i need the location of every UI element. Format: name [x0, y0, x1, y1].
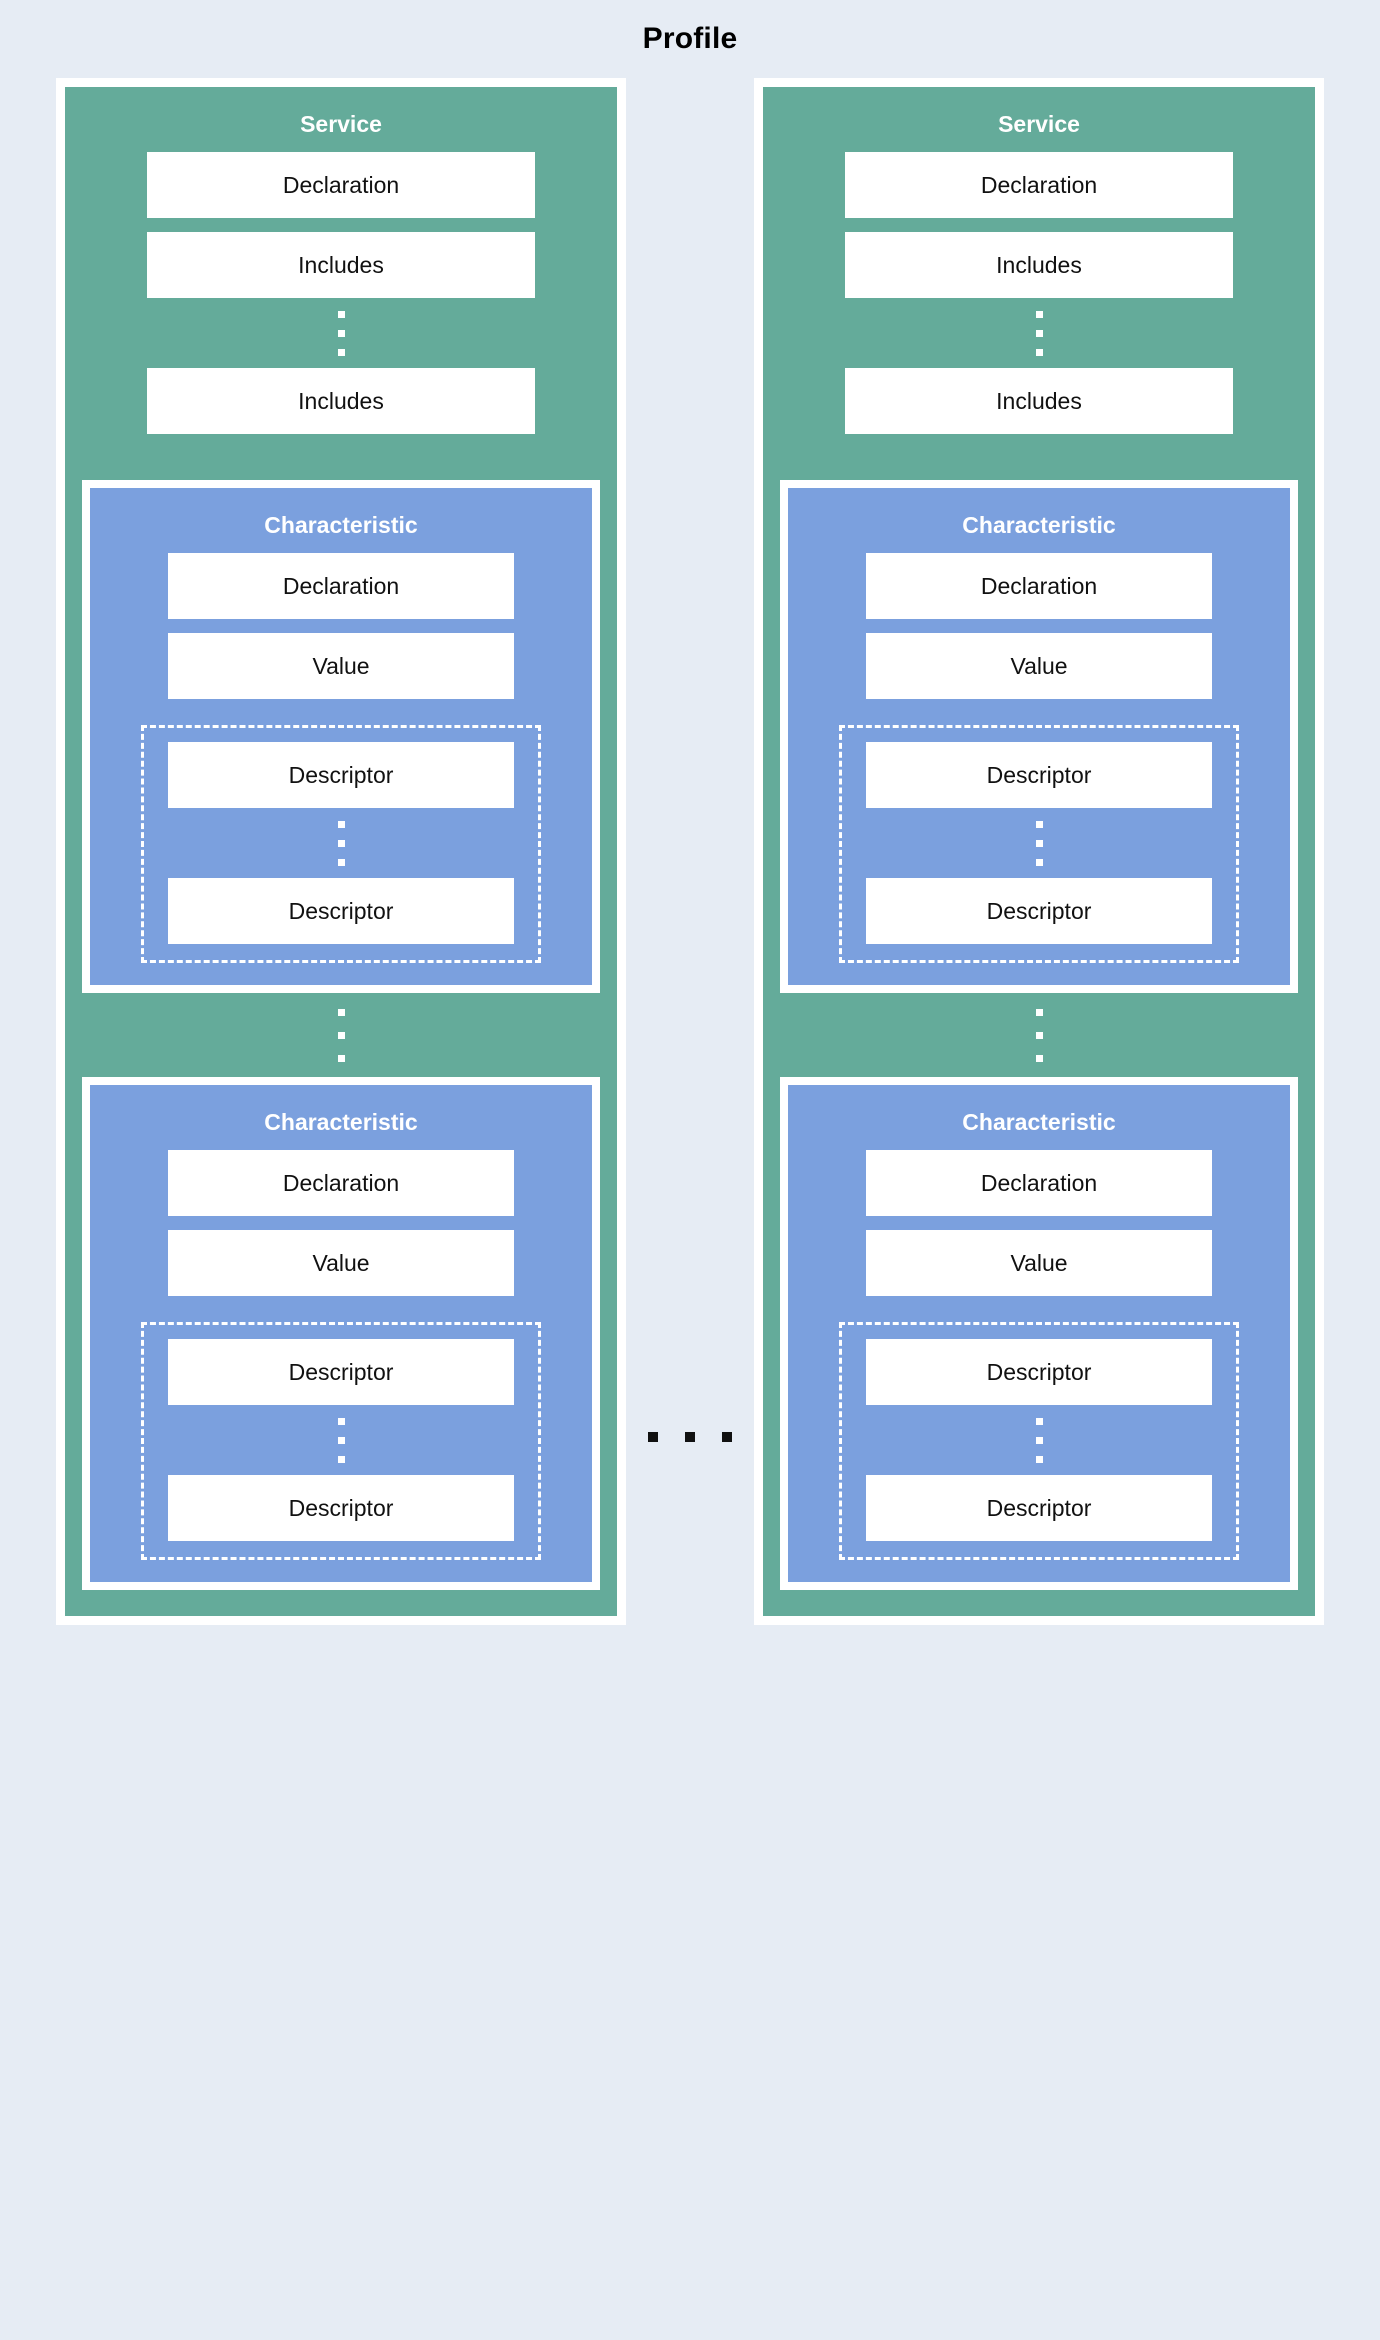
dot: [1035, 839, 1043, 847]
dot: [337, 1455, 345, 1463]
dot: [1035, 1455, 1043, 1463]
characteristic-title: Characteristic: [962, 1109, 1116, 1135]
service-declaration-field: Declaration: [845, 152, 1233, 218]
characteristic-declaration-field: Declaration: [168, 1150, 514, 1216]
dot: [1035, 1436, 1043, 1444]
vertical-ellipsis-icon: [337, 993, 345, 1077]
characteristic-declaration-field: Declaration: [168, 553, 514, 619]
vertical-ellipsis-icon: [1035, 993, 1043, 1077]
characteristic-title: Characteristic: [962, 512, 1116, 538]
dot: [337, 1054, 345, 1062]
characteristic-value-field: Value: [866, 633, 1212, 699]
vertical-ellipsis-icon: [1035, 1405, 1043, 1475]
characteristic-title: Characteristic: [264, 512, 418, 538]
descriptor-field: Descriptor: [866, 742, 1212, 808]
characteristic-value-field: Value: [168, 1230, 514, 1296]
service-block: Service Declaration Includes Includes Ch…: [754, 78, 1324, 1625]
dot: [1035, 858, 1043, 866]
service-includes-field: Includes: [147, 368, 535, 434]
descriptor-field: Descriptor: [168, 742, 514, 808]
service-declaration-field: Declaration: [147, 152, 535, 218]
dot: [337, 1008, 345, 1016]
descriptor-field: Descriptor: [866, 878, 1212, 944]
descriptor-group: Descriptor Descriptor: [839, 725, 1239, 963]
descriptor-field: Descriptor: [866, 1339, 1212, 1405]
dot: [337, 348, 345, 356]
descriptor-field: Descriptor: [866, 1475, 1212, 1541]
characteristic-declaration-field: Declaration: [866, 1150, 1212, 1216]
dot: [648, 1432, 658, 1442]
vertical-ellipsis-icon: [337, 298, 345, 368]
service-includes-field: Includes: [147, 232, 535, 298]
dot: [1035, 1031, 1043, 1039]
characteristic-value-field: Value: [168, 633, 514, 699]
vertical-ellipsis-icon: [337, 1405, 345, 1475]
dot: [337, 310, 345, 318]
descriptor-group: Descriptor Descriptor: [839, 1322, 1239, 1560]
dot: [722, 1432, 732, 1442]
characteristic-block: Characteristic Declaration Value Descrip…: [82, 1077, 600, 1590]
service-includes-field: Includes: [845, 368, 1233, 434]
vertical-ellipsis-icon: [337, 808, 345, 878]
dot: [337, 1436, 345, 1444]
vertical-ellipsis-icon: [1035, 298, 1043, 368]
dot: [1035, 820, 1043, 828]
descriptor-group: Descriptor Descriptor: [141, 725, 541, 963]
characteristic-declaration-field: Declaration: [866, 553, 1212, 619]
service-columns: Service Declaration Includes Includes Ch…: [56, 78, 1324, 2296]
service-title: Service: [300, 111, 382, 137]
dot: [337, 839, 345, 847]
characteristic-value-field: Value: [866, 1230, 1212, 1296]
service-title: Service: [998, 111, 1080, 137]
page-title: Profile: [642, 22, 738, 55]
descriptor-field: Descriptor: [168, 878, 514, 944]
descriptor-field: Descriptor: [168, 1475, 514, 1541]
service-block: Service Declaration Includes Includes Ch…: [56, 78, 626, 1625]
characteristic-block: Characteristic Declaration Value Descrip…: [780, 480, 1298, 993]
dot: [1035, 310, 1043, 318]
dot: [1035, 329, 1043, 337]
dot: [1035, 1008, 1043, 1016]
descriptor-field: Descriptor: [168, 1339, 514, 1405]
characteristic-block: Characteristic Declaration Value Descrip…: [82, 480, 600, 993]
dot: [685, 1432, 695, 1442]
dot: [337, 1031, 345, 1039]
dot: [337, 820, 345, 828]
dot: [337, 1417, 345, 1425]
service-includes-field: Includes: [845, 232, 1233, 298]
characteristic-title: Characteristic: [264, 1109, 418, 1135]
dot: [337, 858, 345, 866]
characteristic-block: Characteristic Declaration Value Descrip…: [780, 1077, 1298, 1590]
descriptor-group: Descriptor Descriptor: [141, 1322, 541, 1560]
dot: [1035, 1054, 1043, 1062]
vertical-ellipsis-icon: [1035, 808, 1043, 878]
dot: [337, 329, 345, 337]
horizontal-ellipsis-icon: [648, 1432, 732, 1442]
dot: [1035, 348, 1043, 356]
dot: [1035, 1417, 1043, 1425]
